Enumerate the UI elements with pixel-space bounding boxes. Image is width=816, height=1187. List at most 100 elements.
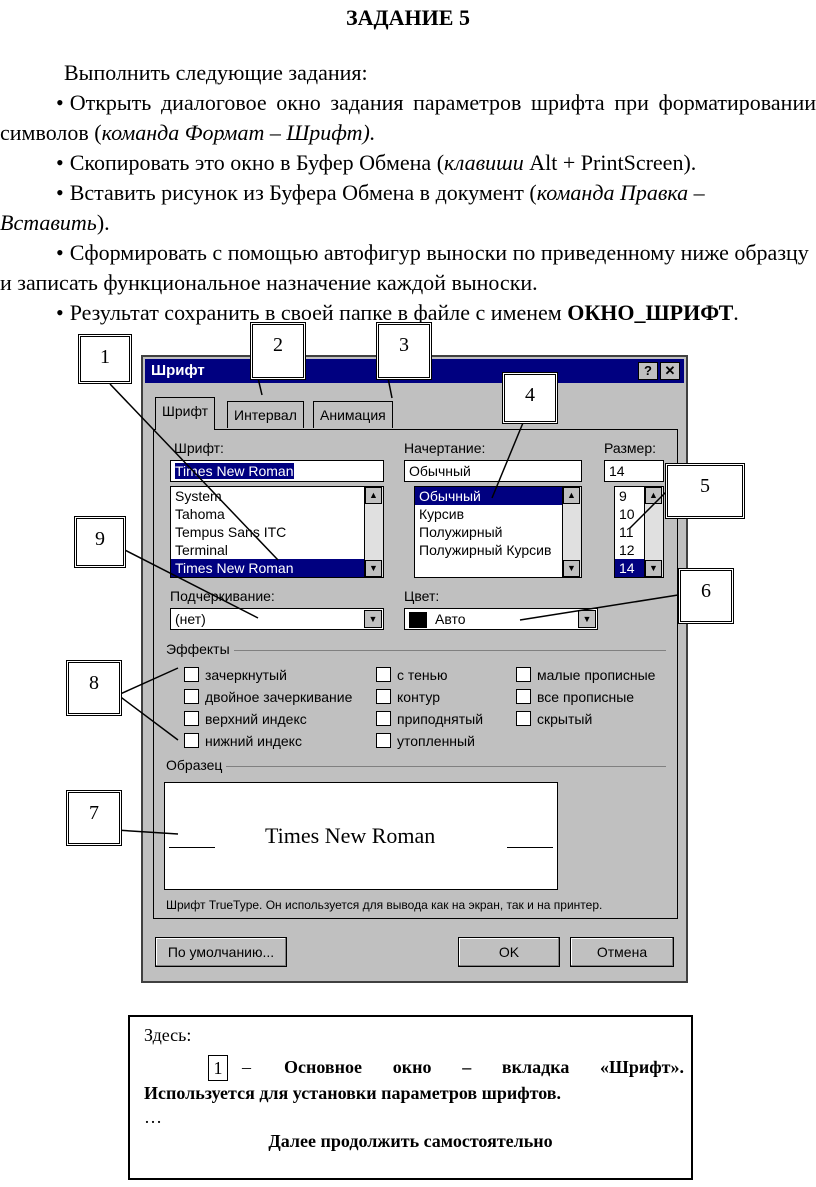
bullet-5: Результат сохранить в своей папке в файл… xyxy=(0,298,816,328)
bullet-1-command: команда Формат – Шрифт). xyxy=(101,120,376,145)
font-list-scrollbar[interactable]: ▲ ▼ xyxy=(364,487,383,577)
default-button[interactable]: По умолчанию... xyxy=(155,937,287,967)
list-item[interactable]: Terminal xyxy=(175,542,228,558)
scroll-up-icon[interactable]: ▲ xyxy=(365,487,382,504)
checkbox-icon[interactable] xyxy=(376,733,391,748)
color-swatch xyxy=(409,612,427,628)
underline-value: (нет) xyxy=(175,611,206,627)
font-list[interactable]: System Tahoma Tempus Sans ITC Terminal T… xyxy=(170,486,384,578)
ok-button[interactable]: OK xyxy=(458,937,560,967)
bullet-2-keys: Alt + PrintScreen). xyxy=(523,150,697,175)
bullet-2-keys-label: клавиши xyxy=(444,150,524,175)
scroll-down-icon[interactable]: ▼ xyxy=(365,560,382,577)
callout-5: 5 xyxy=(665,463,745,519)
callout-9-pointer xyxy=(114,544,259,619)
list-item[interactable]: 11 xyxy=(619,524,634,540)
list-item-selected[interactable]: Times New Roman xyxy=(171,559,383,577)
effect-small-caps[interactable]: малые прописные xyxy=(516,666,655,684)
effect-label: зачеркнутый xyxy=(205,667,287,683)
effect-strikethrough[interactable]: зачеркнутый xyxy=(184,666,287,684)
bullet-5-filename: ОКНО_ШРИФТ xyxy=(567,300,734,325)
underline-select[interactable]: (нет) ▼ xyxy=(170,608,384,630)
scroll-down-icon[interactable]: ▼ xyxy=(645,560,662,577)
list-item[interactable]: System xyxy=(175,488,222,504)
note-here: Здесь: xyxy=(144,1025,192,1045)
color-select[interactable]: Авто ▼ xyxy=(404,608,598,630)
callout-1-pointer xyxy=(109,383,279,561)
effects-label: Эффекты xyxy=(166,641,234,657)
list-item[interactable]: 9 xyxy=(619,488,627,504)
effect-outline[interactable]: контур xyxy=(376,688,440,706)
style-input[interactable]: Обычный xyxy=(404,460,582,482)
note-dots: … xyxy=(144,1107,162,1127)
size-label: Размер: xyxy=(604,440,657,456)
effect-label: приподнятый xyxy=(397,711,484,727)
tab-animation[interactable]: Анимация xyxy=(313,401,393,428)
style-list-scrollbar[interactable]: ▲ ▼ xyxy=(562,487,581,577)
checkbox-icon[interactable] xyxy=(376,667,391,682)
effect-hidden[interactable]: скрытый xyxy=(516,710,592,728)
checkbox-icon[interactable] xyxy=(516,667,531,682)
help-button[interactable]: ? xyxy=(638,362,658,380)
size-input[interactable]: 14 xyxy=(604,460,664,482)
effect-label: верхний индекс xyxy=(205,711,307,727)
cancel-button[interactable]: Отмена xyxy=(570,937,674,967)
list-item[interactable]: 10 xyxy=(619,506,635,522)
checkbox-icon[interactable] xyxy=(516,689,531,704)
list-item[interactable]: Полужирный xyxy=(419,524,503,540)
list-item[interactable]: Курсив xyxy=(419,506,465,522)
style-label: Начертание: xyxy=(404,440,486,456)
callout-3: 3 xyxy=(376,322,432,380)
checkbox-icon[interactable] xyxy=(376,689,391,704)
effect-label: нижний индекс xyxy=(205,733,302,749)
effect-all-caps[interactable]: все прописные xyxy=(516,688,634,706)
bullet-2: Скопировать это окно в Буфер Обмена (кла… xyxy=(0,148,816,178)
font-info: Шрифт TrueType. Он используется для выво… xyxy=(166,898,603,912)
list-item[interactable]: Tahoma xyxy=(175,506,225,522)
list-item[interactable]: Полужирный Курсив xyxy=(419,542,552,558)
effect-emboss[interactable]: приподнятый xyxy=(376,710,483,728)
style-list[interactable]: Обычный Курсив Полужирный Полужирный Кур… xyxy=(414,486,582,578)
effect-label: малые прописные xyxy=(537,667,656,683)
checkbox-icon[interactable] xyxy=(516,711,531,726)
bullet-3-end: ). xyxy=(96,210,110,235)
callout-6-pointer xyxy=(519,594,679,621)
font-name-input[interactable]: Times New Roman xyxy=(170,460,384,482)
bullet-5-end: . xyxy=(733,300,739,325)
checkbox-icon[interactable] xyxy=(184,667,199,682)
list-item[interactable]: 12 xyxy=(619,542,635,558)
callout-7: 7 xyxy=(66,790,122,846)
callout-9: 9 xyxy=(74,516,126,568)
effect-superscript[interactable]: верхний индекс xyxy=(184,710,307,728)
sample-text: Times New Roman xyxy=(265,823,436,848)
sample-line-right xyxy=(507,847,553,848)
checkbox-icon[interactable] xyxy=(184,689,199,704)
scroll-down-icon[interactable]: ▼ xyxy=(563,560,580,577)
effect-engrave[interactable]: утопленный xyxy=(376,732,475,750)
chevron-down-icon[interactable]: ▼ xyxy=(364,610,382,628)
tab-font[interactable]: Шрифт xyxy=(155,397,216,430)
callout-5-pointer xyxy=(629,489,669,529)
chevron-down-icon[interactable]: ▼ xyxy=(578,610,596,628)
list-item[interactable]: Tempus Sans ITC xyxy=(175,524,287,540)
effect-label: скрытый xyxy=(537,711,593,727)
bullet-3-command: команда Правка – Вставить xyxy=(0,180,705,235)
effect-shadow[interactable]: с тенью xyxy=(376,666,447,684)
effect-label: с тенью xyxy=(397,667,448,683)
checkbox-icon[interactable] xyxy=(184,711,199,726)
checkbox-icon[interactable] xyxy=(376,711,391,726)
effect-double-strikethrough[interactable]: двойное зачеркивание xyxy=(184,688,352,706)
font-label: Шрифт: xyxy=(174,440,224,456)
checkbox-icon[interactable] xyxy=(184,733,199,748)
effect-label: все прописные xyxy=(537,689,635,705)
tab-spacing[interactable]: Интервал xyxy=(227,401,304,428)
close-icon[interactable]: ✕ xyxy=(660,362,680,380)
scroll-up-icon[interactable]: ▲ xyxy=(563,487,580,504)
effect-subscript[interactable]: нижний индекс xyxy=(184,732,302,750)
callout-8-pointer xyxy=(117,667,179,741)
list-item-selected[interactable]: Обычный xyxy=(415,487,581,505)
effect-label: двойное зачеркивание xyxy=(205,689,353,705)
callout-4: 4 xyxy=(502,372,558,424)
color-value: Авто xyxy=(435,611,466,627)
note-line-1: Основное окно – вкладка «Шрифт». xyxy=(284,1057,684,1077)
